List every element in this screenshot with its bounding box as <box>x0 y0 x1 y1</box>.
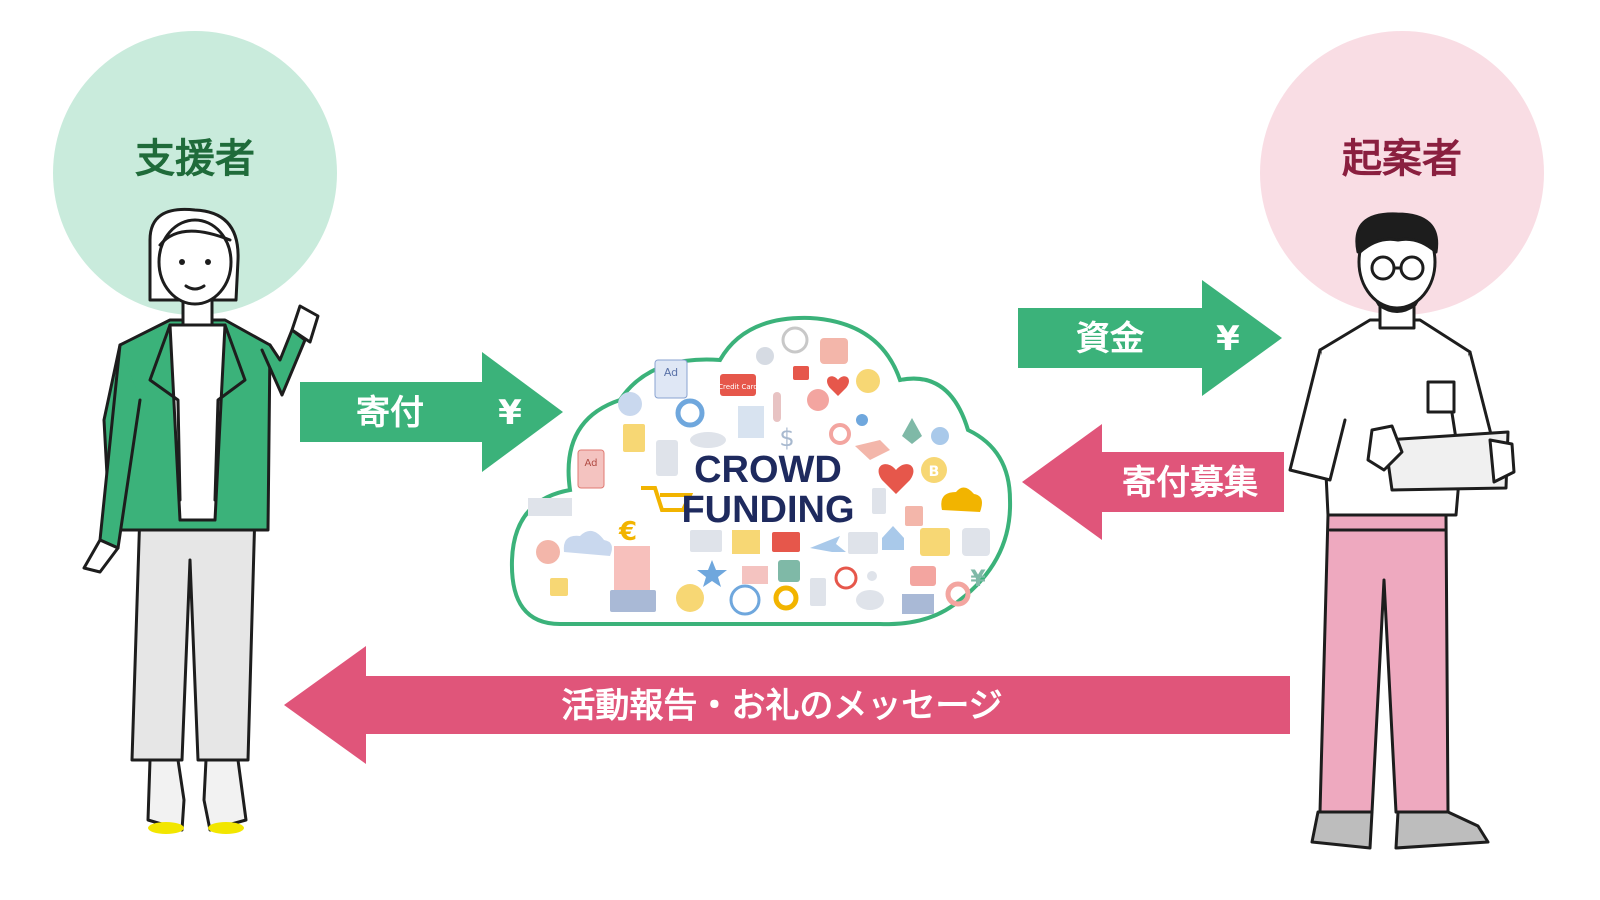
keyboard-icon <box>690 530 722 552</box>
family-group-icon <box>807 389 829 411</box>
credit-card-icon <box>720 374 756 396</box>
mobile-icon <box>810 578 826 606</box>
monitor-icon <box>610 590 656 612</box>
funds-arrow-label: 資金 <box>1076 319 1145 359</box>
report-arrow-label: 活動報告・お礼のメッセージ <box>561 686 1002 726</box>
bars-icon <box>732 530 760 554</box>
supporter-circle <box>53 31 337 315</box>
user-icon <box>756 347 774 365</box>
phone-icon <box>872 488 886 514</box>
donation-arrow: 寄付 ¥ <box>300 352 563 472</box>
ad-icon-2-label: Ad <box>584 458 597 469</box>
ad-icon-label: Ad <box>664 366 678 379</box>
ring-chart-icon <box>773 585 799 611</box>
funds-arrow: 資金 ¥ <box>1018 280 1282 396</box>
bitcoin-icon-label: B <box>929 464 940 480</box>
donation-arrow-label: 寄付 <box>356 393 424 433</box>
heart-icon <box>827 376 849 396</box>
chat-icon <box>856 590 884 610</box>
progress-ring-icon <box>945 581 971 607</box>
cloud-download-icon <box>941 487 982 512</box>
calculator-icon <box>623 424 645 452</box>
dollar-icon: $ <box>779 424 794 452</box>
family-icon <box>820 338 848 364</box>
ad-icon-2 <box>577 449 605 489</box>
supporter-shoe-left-icon <box>148 822 184 834</box>
cloud-small-icon <box>563 530 612 556</box>
thermometer-icon <box>773 392 781 422</box>
cloud-title-line2: FUNDING <box>681 489 854 531</box>
credit-card-icon-label: Credit Card <box>718 383 758 391</box>
thumbs-up-icon <box>778 560 800 582</box>
clock-icon <box>834 566 858 590</box>
atm-icon <box>902 594 934 614</box>
pie-icon <box>536 540 560 564</box>
supporter-shoe-right-icon <box>208 822 244 834</box>
yen-icon: ¥ <box>970 567 986 592</box>
barcode-icon <box>528 498 572 516</box>
laptop-icon <box>848 532 878 554</box>
founder-figure <box>1288 212 1516 850</box>
home-icon <box>882 526 904 550</box>
report-arrow: 活動報告・お礼のメッセージ <box>284 646 1290 764</box>
share-icon <box>867 571 877 581</box>
globe-icon <box>729 584 761 616</box>
lock-icon-3 <box>550 578 568 596</box>
camera-icon <box>910 566 936 586</box>
plane-icon <box>810 536 846 552</box>
qr-icon <box>656 440 678 476</box>
emoji-icon <box>856 369 880 393</box>
crowdfunding-cloud: Ad Credit Card $ Ad B € <box>509 315 1013 627</box>
supporter-figure <box>82 207 320 834</box>
donation-yen-icon: ¥ <box>498 393 522 433</box>
founder-label: 起案者 <box>1342 136 1462 182</box>
mail-icon <box>742 566 768 584</box>
donation-call-arrow-label: 寄付募集 <box>1122 463 1258 503</box>
target-icon <box>856 414 868 426</box>
power-icon <box>781 326 809 354</box>
donut-chart-icon <box>676 584 704 612</box>
building-icon <box>738 406 764 438</box>
supporter-label: 支援者 <box>135 136 255 182</box>
cart-icon <box>641 486 694 512</box>
car-icon <box>690 432 726 448</box>
bitcoin-icon <box>921 457 947 483</box>
calendar-icon <box>920 528 950 556</box>
profile-icon <box>931 427 949 445</box>
funds-yen-icon: ¥ <box>1216 319 1240 359</box>
star-icon <box>697 560 727 587</box>
donation-call-arrow: 寄付募集 <box>1022 424 1284 540</box>
people-icon <box>618 392 642 416</box>
ethereum-icon <box>902 418 922 444</box>
scale-icon <box>962 528 990 556</box>
video-icon <box>772 532 800 552</box>
handshake-icon <box>855 440 890 460</box>
gear-icon <box>675 398 705 428</box>
cloud-title-line1: CROWD <box>694 449 842 491</box>
bar-chart-icon <box>614 546 650 590</box>
founder-circle <box>1260 31 1544 315</box>
ad-icon <box>654 359 688 399</box>
lock-icon-2 <box>905 506 923 526</box>
lock-icon <box>793 366 809 380</box>
euro-icon: € <box>618 517 637 547</box>
pulse-heart-icon <box>878 464 914 494</box>
search-icon <box>829 423 851 445</box>
